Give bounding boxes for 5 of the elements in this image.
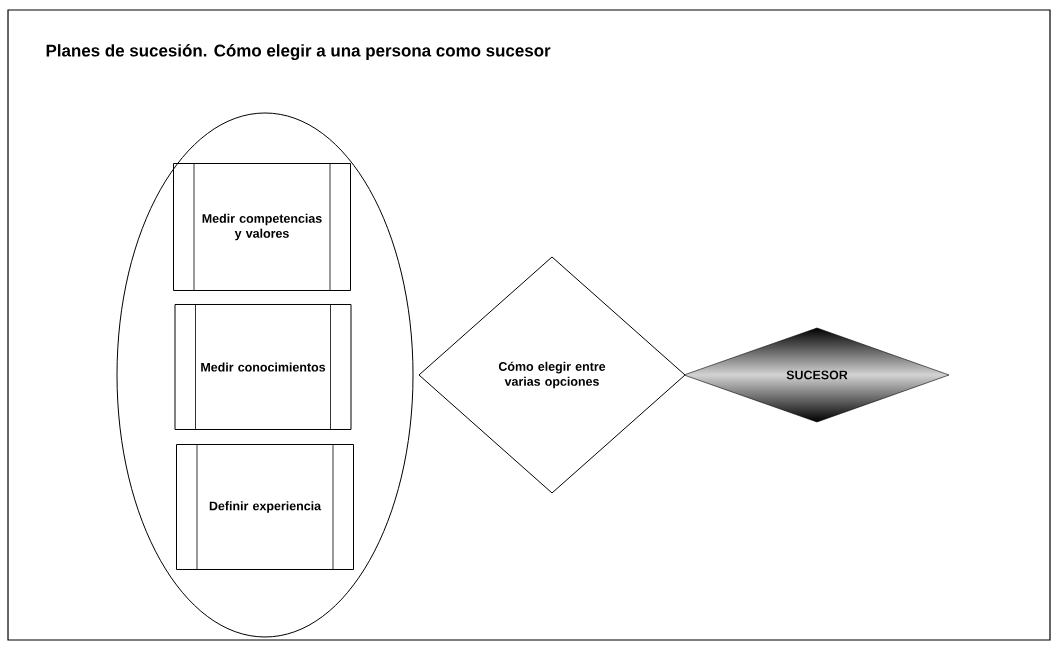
title: Planes de sucesión. Cómo elegir a una persona como sucesor	[46, 44, 551, 60]
process-box: Definir experiencia	[176, 443, 354, 571]
process-box: Medir competencias y valores	[173, 162, 351, 292]
process-box: Medir conocimientos	[174, 303, 352, 431]
ellipse	[116, 112, 414, 638]
